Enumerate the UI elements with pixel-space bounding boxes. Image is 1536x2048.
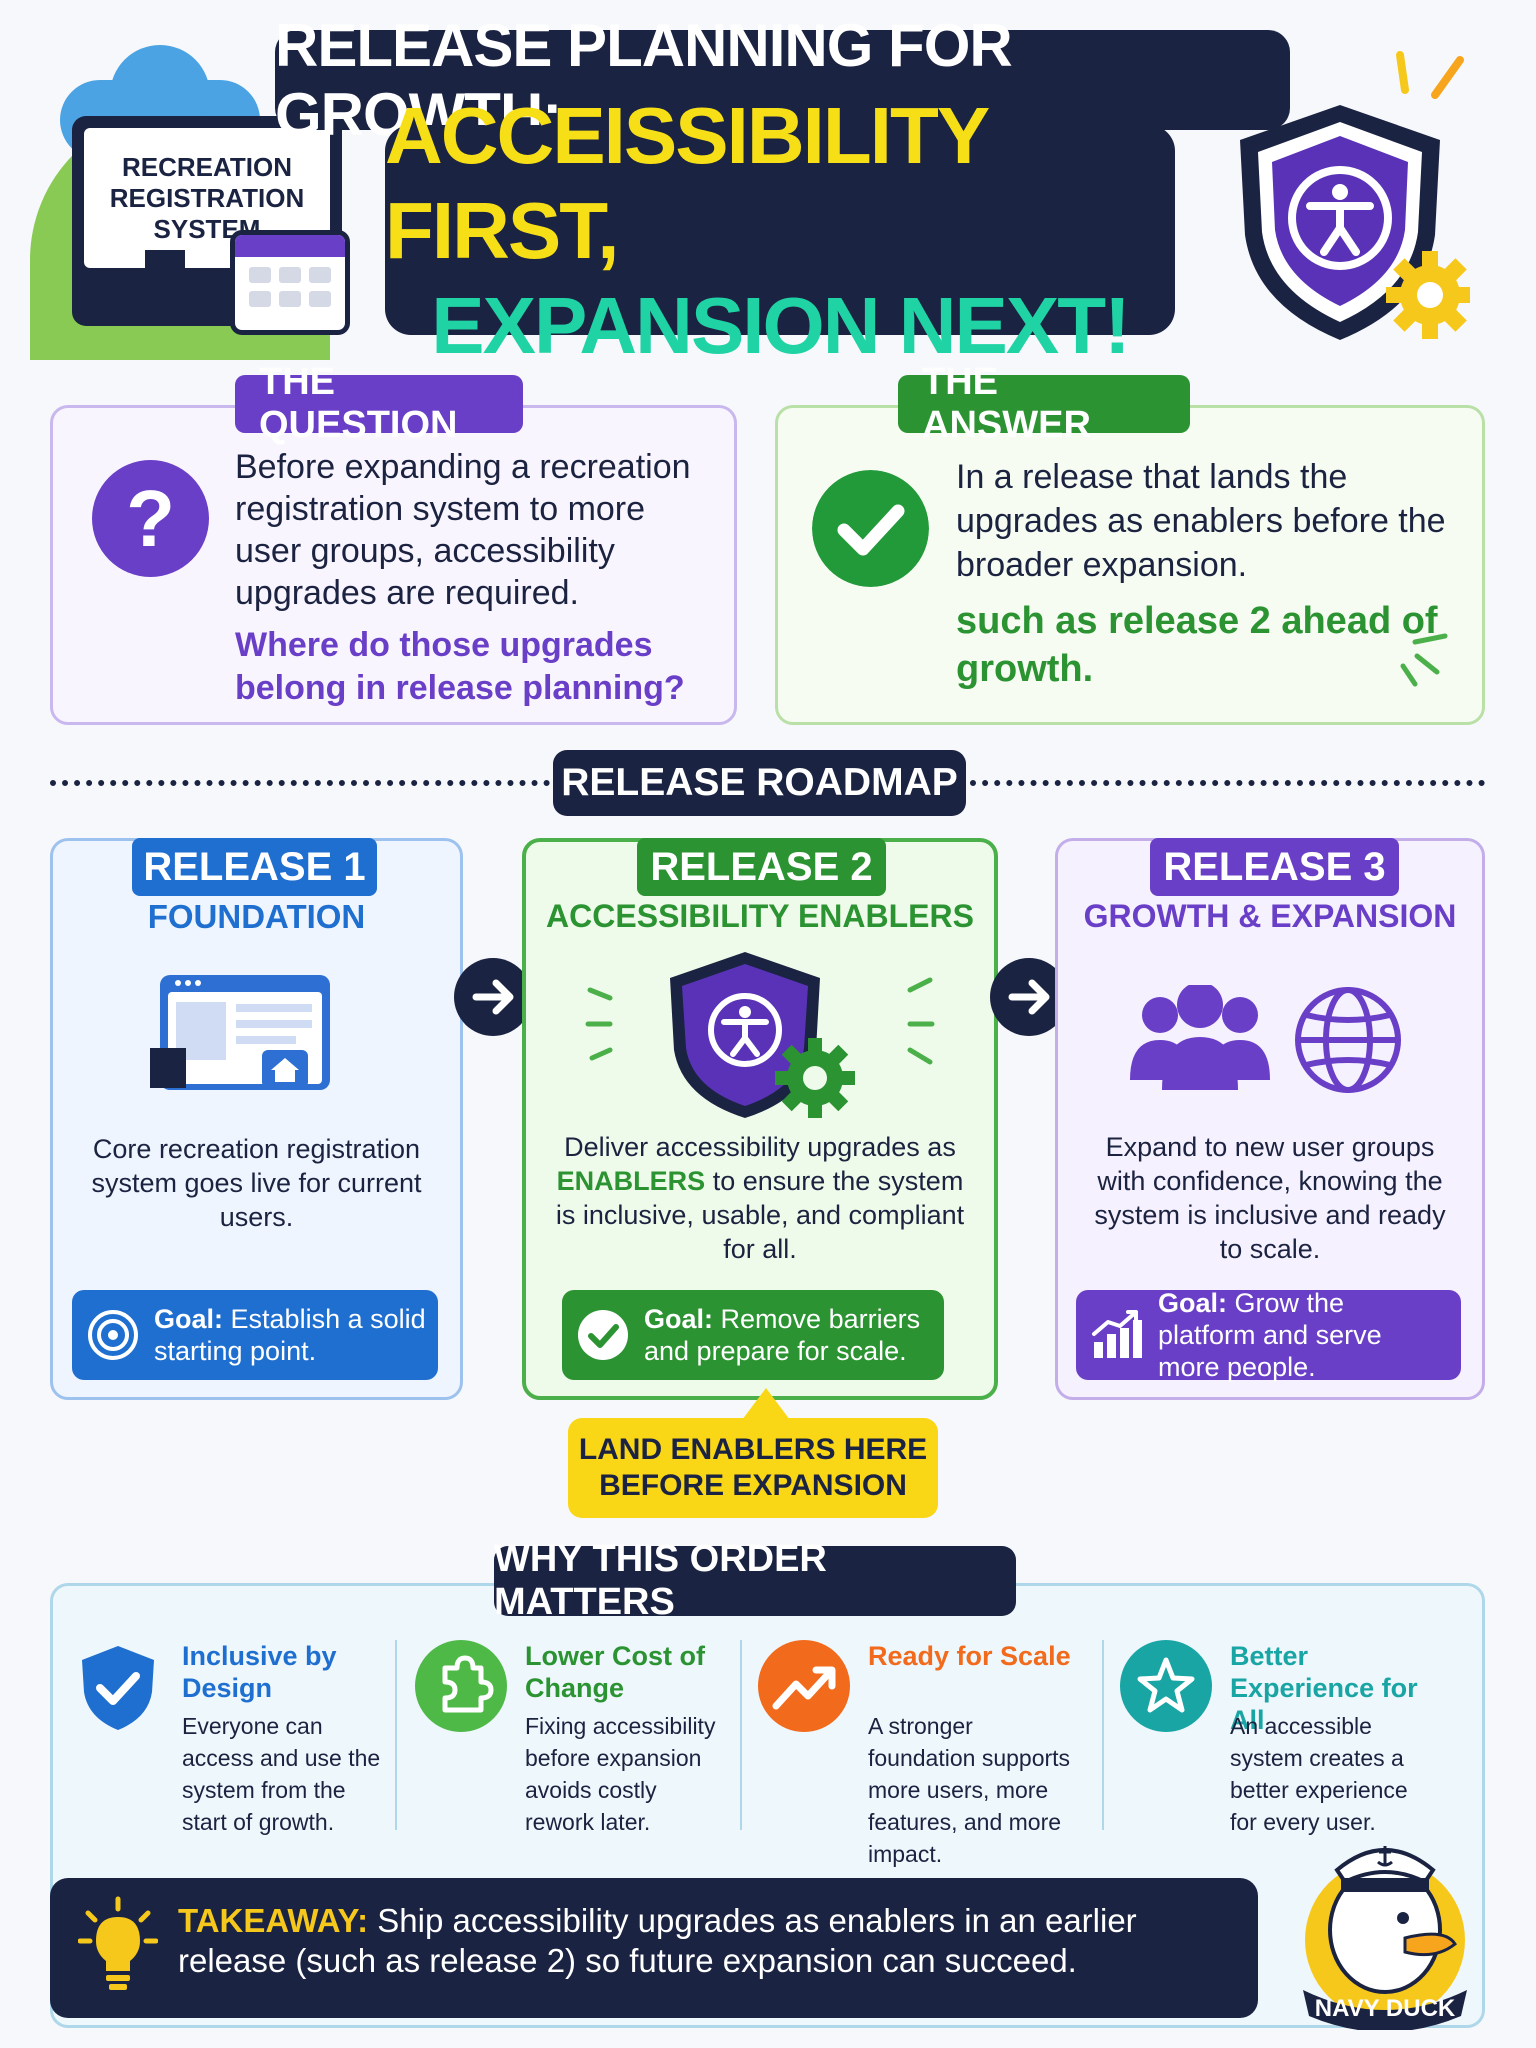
answer-text: In a release that lands the upgrades as …: [956, 458, 1446, 584]
why-item-lower-cost: Lower Cost of Change Fixing accessibilit…: [415, 1640, 735, 1840]
monitor-title: RECREATION REGISTRATION SYSTEM: [109, 151, 305, 244]
star-icon: [1120, 1640, 1212, 1732]
puzzle-icon: [415, 1640, 507, 1732]
release-subtitle-3: GROWTH & EXPANSION: [1083, 898, 1457, 934]
navy-duck-logo: NAVY DUCK: [1303, 1846, 1467, 2030]
monitor-base: [110, 286, 220, 300]
growth-chart-icon: [1092, 1310, 1142, 1358]
question-text: Before expanding a recreation registrati…: [235, 448, 691, 612]
title-banner-top: RELEASE PLANNING FOR GROWTH:: [275, 12, 1290, 148]
hero-illustration: RECREATION REGISTRATION SYSTEM: [30, 40, 370, 360]
calendar-icon: [230, 230, 350, 335]
why-text: A stronger foundation supports more user…: [868, 1713, 1071, 1867]
answer-tag: THE ANSWER: [898, 361, 1190, 446]
trend-up-icon: [758, 1640, 850, 1732]
release-description-3: Expand to new user groups with confidenc…: [1094, 1132, 1446, 1264]
takeaway-text: TAKEAWAY: Ship accessibility upgrades as…: [178, 1901, 1228, 1981]
target-icon: [88, 1310, 138, 1360]
takeaway-body: Ship accessibility upgrades as enablers …: [178, 1902, 1137, 1979]
question-mark-icon: ?: [92, 460, 209, 577]
lightbulb-icon: [78, 1896, 158, 1990]
brand-name: NAVY DUCK: [1315, 1995, 1456, 2022]
question-emphasis: Where do those upgrades belong in releas…: [235, 626, 685, 707]
up-arrow-icon: [742, 1388, 790, 1420]
check-circle-icon: [578, 1310, 628, 1360]
goal-label: Goal:: [644, 1304, 714, 1334]
release-goal-1: Goal: Establish a solid starting point.: [72, 1290, 438, 1380]
title-banner-bottom: ACCEISSIBILITY FIRST, EXPANSION NEXT!: [385, 91, 1175, 370]
why-text: Everyone can access and use the system f…: [182, 1713, 381, 1835]
page-title: RELEASE PLANNING FOR GROWTH: ACCEISSIBIL…: [275, 12, 1290, 370]
description-text: Deliver accessibility upgrades as: [564, 1132, 956, 1162]
release-subtitle-1: FOUNDATION: [147, 898, 366, 935]
takeaway-banner: [50, 1878, 1258, 2018]
enablers-emphasis: ENABLERS: [556, 1166, 706, 1196]
release-description-2: Deliver accessibility upgrades as ENABLE…: [555, 1130, 965, 1266]
goal-text: Remove barriers and prepare for scale.: [644, 1304, 921, 1366]
why-item-inclusive: Inclusive by Design Everyone can access …: [72, 1640, 392, 1840]
why-heading: Ready for Scale: [868, 1641, 1071, 1671]
answer-emphasis: such as release 2 ahead of growth.: [956, 600, 1438, 690]
enablers-callout: LAND ENABLERS HERE BEFORE EXPANSION: [568, 1418, 938, 1518]
description-text: to ensure the system is inclusive, usabl…: [555, 1166, 965, 1264]
check-shield-icon: [82, 1646, 154, 1730]
why-heading: Lower Cost of Change: [525, 1641, 705, 1703]
users-globe-icon: [1130, 985, 1401, 1093]
accessibility-shield-icon: [1240, 105, 1470, 340]
goal-text: Grow the platform and serve more people.: [1158, 1288, 1382, 1382]
goal-label: Goal:: [154, 1304, 224, 1334]
why-text: An accessible system creates a better ex…: [1230, 1713, 1408, 1835]
accessibility-shield-icon: [585, 952, 935, 1118]
why-text: Fixing accessibility before expansion av…: [525, 1713, 716, 1835]
why-item-better-experience: Better Experience for All An accessible …: [1120, 1640, 1460, 1840]
release-tag-2: RELEASE 2: [637, 838, 886, 896]
check-circle-icon: [812, 470, 929, 587]
callout-line-1: LAND ENABLERS HERE: [578, 1433, 928, 1466]
monitor-stand: [145, 250, 185, 290]
divider: [1102, 1640, 1104, 1830]
spark-lines-icon: [1400, 633, 1448, 687]
question-tag: THE QUESTION: [235, 361, 523, 446]
why-title: WHY THIS ORDER MATTERS: [494, 1538, 1016, 1623]
goal-text: Establish a solid starting point.: [154, 1304, 426, 1366]
divider: [740, 1640, 742, 1830]
divider-right: [970, 780, 1485, 786]
title-line-3: EXPANSION NEXT!: [431, 280, 1130, 370]
release-tag-1: RELEASE 1: [132, 838, 377, 896]
release-description-1: Core recreation registration system goes…: [91, 1134, 422, 1232]
spark-lines-icon: [1396, 51, 1464, 99]
goal-label: Goal:: [1158, 1288, 1228, 1318]
release-goal-3: Goal: Grow the platform and serve more p…: [1076, 1288, 1461, 1382]
title-line-2: ACCEISSIBILITY FIRST,: [385, 90, 989, 275]
divider: [395, 1640, 397, 1830]
takeaway-label: TAKEAWAY:: [178, 1902, 369, 1939]
why-heading: Inclusive by Design: [182, 1641, 337, 1703]
roadmap-title: RELEASE ROADMAP: [553, 750, 966, 816]
arrow-right-icon: [454, 958, 532, 1036]
divider-left: [50, 780, 550, 786]
release-tag-3: RELEASE 3: [1150, 838, 1399, 896]
callout-line-2: BEFORE EXPANSION: [599, 1469, 907, 1502]
release-subtitle-2: ACCESSIBILITY ENABLERS: [546, 898, 974, 934]
release-goal-2: Goal: Remove barriers and prepare for sc…: [562, 1290, 944, 1380]
why-heading: Better Experience for All: [1230, 1641, 1418, 1735]
why-item-ready-for-scale: Ready for Scale A stronger foundation su…: [758, 1640, 1088, 1867]
browser-window-icon: [150, 975, 330, 1090]
